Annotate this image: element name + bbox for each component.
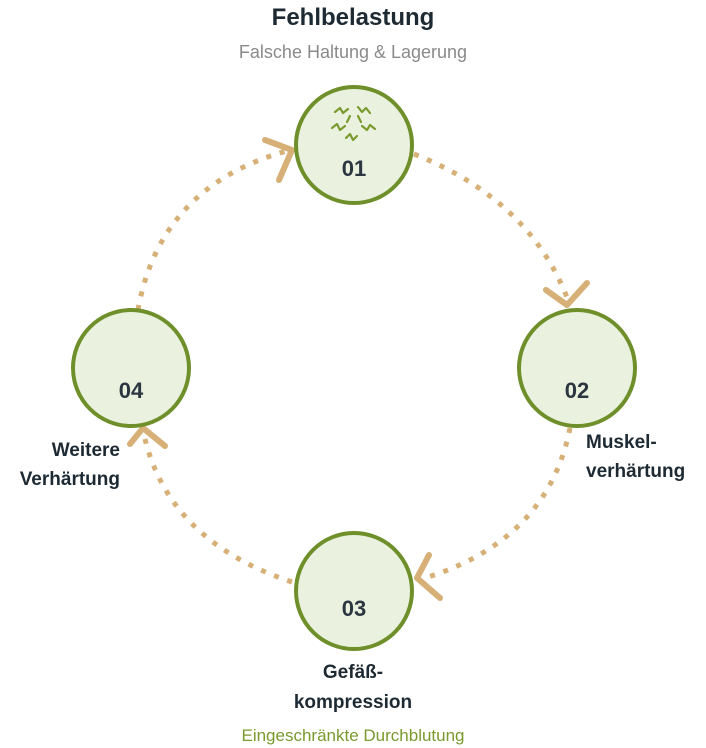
diagram-title: Fehlbelastung xyxy=(271,4,435,31)
node-04-number: 04 xyxy=(118,378,144,403)
node-04-label-line2: Verhärtung xyxy=(19,469,120,490)
node-03-sublabel: Eingeschränkte Durchblutung xyxy=(241,726,465,745)
node-04-circle xyxy=(71,308,191,428)
arrowhead-into-01 xyxy=(262,137,295,183)
node-03-number: 03 xyxy=(341,596,367,621)
node-02-label-line2: verhärtung xyxy=(586,461,686,482)
connector-02-to-03 xyxy=(424,427,573,581)
arrowhead-into-03 xyxy=(414,552,443,601)
diagram-subtitle: Falsche Haltung & Lagerung xyxy=(238,42,468,62)
node-03-label-line2: kompression xyxy=(293,692,413,713)
arrowhead-into-02 xyxy=(543,280,590,308)
node-02-number: 02 xyxy=(564,378,590,403)
node-01-number: 01 xyxy=(341,156,367,181)
node-02-label-line1: Muskel- xyxy=(586,432,657,453)
arrowhead-into-04 xyxy=(127,425,168,449)
node-04-label-line1: Weitere xyxy=(51,440,120,461)
connector-03-to-04 xyxy=(140,429,293,585)
node-03-label-line1: Gefäß- xyxy=(322,662,384,683)
pinched-nerve-lightning-icon xyxy=(330,105,377,142)
connector-04-to-01 xyxy=(135,147,291,311)
connector-01-to-02 xyxy=(413,151,571,301)
node-03-circle xyxy=(294,531,414,651)
node-01-circle xyxy=(294,85,414,205)
node-02-circle xyxy=(517,308,637,428)
